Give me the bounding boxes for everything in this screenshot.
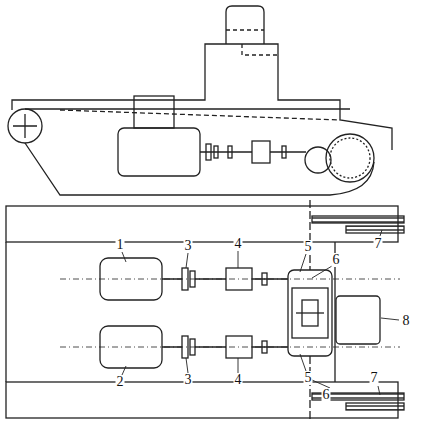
side-view xyxy=(8,6,392,195)
clutch-2 xyxy=(182,336,188,358)
callout-number: 7 xyxy=(370,371,379,385)
callout-number: 6 xyxy=(332,253,341,267)
drive-shaft xyxy=(200,151,306,152)
cupola-line xyxy=(226,29,264,30)
leader xyxy=(381,318,399,320)
leader xyxy=(300,254,306,272)
cross-shaft xyxy=(309,200,310,422)
leader xyxy=(312,380,330,388)
callout-number: 2 xyxy=(116,375,125,389)
clutch-1 xyxy=(182,268,188,290)
callout-number: 8 xyxy=(402,314,411,328)
steering-unit xyxy=(288,270,332,356)
center-lines xyxy=(60,279,400,347)
shafts xyxy=(252,279,288,347)
leader xyxy=(238,358,239,373)
track-side xyxy=(25,109,350,195)
callout-number: 3 xyxy=(184,239,193,253)
coupling xyxy=(262,341,267,353)
callout-number: 4 xyxy=(234,373,243,387)
hull-outline xyxy=(12,44,392,150)
final-drive-1a xyxy=(312,216,404,223)
callout-number: 5 xyxy=(304,371,313,385)
idler-axle xyxy=(13,114,37,138)
diff-axle xyxy=(296,312,324,313)
track-hidden xyxy=(60,110,340,120)
sprocket-teeth xyxy=(330,138,370,178)
coupling xyxy=(262,273,267,285)
rear-box xyxy=(336,296,380,344)
leader xyxy=(186,358,188,373)
leader xyxy=(186,253,188,268)
leader xyxy=(122,366,126,375)
leader xyxy=(380,230,382,236)
shafts xyxy=(162,279,226,347)
leader xyxy=(378,386,380,395)
hull-walls xyxy=(6,242,335,382)
final-drive-gear xyxy=(305,147,331,173)
differential-housing xyxy=(292,288,328,338)
leader xyxy=(122,252,126,262)
gearbox-1 xyxy=(226,268,252,290)
turret-line xyxy=(242,44,278,55)
gearbox-2 xyxy=(226,336,252,358)
engine-top-box xyxy=(134,96,174,128)
callout-number: 3 xyxy=(184,373,193,387)
coupling xyxy=(282,146,286,158)
final-drive-2b xyxy=(346,403,404,410)
leader-lines xyxy=(122,230,399,395)
track-rear xyxy=(330,162,374,195)
clutch-1b xyxy=(190,271,195,287)
leader xyxy=(300,354,306,371)
drive-sprocket xyxy=(326,134,374,182)
cupola xyxy=(226,6,264,44)
coupling xyxy=(228,146,232,158)
callout-number: 4 xyxy=(234,237,243,251)
final-drive-1b xyxy=(346,226,404,233)
callout-number: 7 xyxy=(374,237,383,251)
leader xyxy=(312,266,332,278)
clutch-disc xyxy=(214,146,218,158)
gearbox-side xyxy=(252,141,270,163)
callout-number: 5 xyxy=(304,240,313,254)
clutch-disc xyxy=(206,144,211,160)
idler-wheel xyxy=(8,109,42,143)
leader xyxy=(238,251,239,268)
callout-number: 1 xyxy=(116,238,125,252)
plan-view xyxy=(6,200,404,422)
callout-number: 6 xyxy=(322,388,331,402)
clutch-2b xyxy=(190,339,195,355)
engine-side xyxy=(118,128,200,176)
track-upper xyxy=(6,206,398,242)
